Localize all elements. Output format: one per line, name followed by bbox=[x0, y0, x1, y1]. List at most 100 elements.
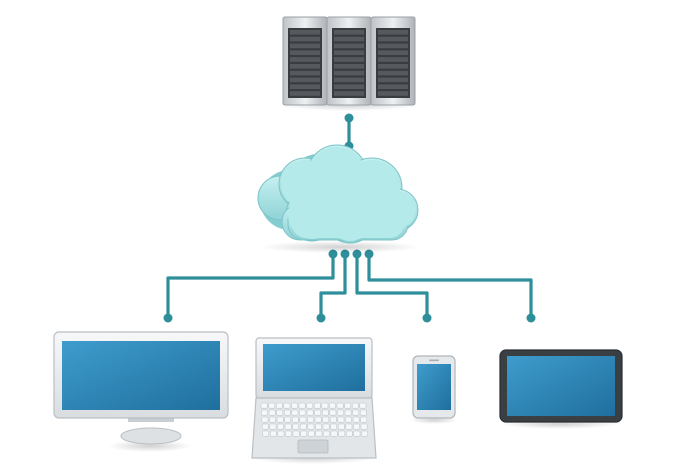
keyboard-key bbox=[360, 416, 368, 423]
connector-cloud-smartphone bbox=[355, 252, 429, 318]
keyboard-key bbox=[338, 430, 346, 437]
keyboard-key bbox=[353, 423, 360, 430]
keyboard-key bbox=[307, 430, 315, 437]
monitor-screen bbox=[62, 341, 220, 410]
keyboard-key bbox=[292, 430, 300, 437]
keyboard-key bbox=[269, 416, 276, 423]
drive-slot bbox=[378, 43, 408, 49]
drive-slot bbox=[378, 36, 408, 42]
drive-slot bbox=[334, 70, 364, 76]
keyboard-key bbox=[268, 409, 276, 416]
keyboard-key bbox=[284, 423, 292, 430]
keyboard-key bbox=[283, 402, 291, 409]
server-drive-slots bbox=[290, 30, 408, 96]
keyboard-key bbox=[359, 409, 367, 416]
drive-slot bbox=[334, 57, 364, 62]
keyboard-key bbox=[337, 416, 345, 423]
keyboard-key bbox=[321, 409, 329, 416]
keyboard-key bbox=[277, 430, 285, 437]
laptop-icon bbox=[251, 337, 377, 464]
keyboard-key bbox=[321, 402, 329, 409]
monitor-base bbox=[120, 427, 182, 445]
keyboard-key bbox=[261, 423, 269, 430]
keyboard-key bbox=[351, 402, 359, 409]
keyboard-key bbox=[284, 416, 292, 423]
keyboard-key bbox=[285, 430, 292, 437]
drive-slot bbox=[290, 43, 320, 49]
keyboard-key bbox=[277, 423, 284, 430]
drive-slot bbox=[290, 77, 320, 83]
drive-slot bbox=[334, 77, 364, 83]
drive-slot bbox=[290, 50, 320, 55]
keyboard-key bbox=[360, 423, 368, 430]
keyboard-key bbox=[345, 430, 353, 437]
drive-slot bbox=[334, 43, 364, 49]
connector-cloud-desktop bbox=[166, 252, 335, 318]
keyboard-key bbox=[291, 402, 298, 409]
keyboard-key bbox=[307, 423, 315, 430]
keyboard-key bbox=[329, 402, 336, 409]
drive-slot bbox=[290, 91, 320, 96]
drive-slot bbox=[290, 64, 320, 69]
keyboard-key bbox=[299, 409, 306, 416]
keyboard-key bbox=[315, 430, 323, 437]
keyboard-key bbox=[306, 402, 314, 409]
keyboard-key bbox=[315, 423, 322, 430]
tablet-screen bbox=[507, 356, 615, 416]
keyboard-key bbox=[306, 409, 314, 416]
laptop-touchpad bbox=[297, 439, 329, 454]
keyboard-key bbox=[322, 423, 330, 430]
keyboard-key bbox=[291, 409, 299, 416]
keyboard-key bbox=[283, 409, 291, 416]
drive-slot bbox=[378, 84, 408, 89]
keyboard-key bbox=[330, 423, 338, 430]
drive-slot bbox=[378, 50, 408, 55]
keyboard-key bbox=[268, 402, 276, 409]
keyboard-key bbox=[352, 409, 360, 416]
keyboard-key bbox=[298, 402, 306, 409]
smartphone-speaker bbox=[429, 359, 439, 362]
drive-slot bbox=[334, 50, 364, 55]
keyboard-key bbox=[329, 416, 337, 423]
keyboard-key bbox=[292, 423, 300, 430]
cloud-icon bbox=[257, 144, 420, 253]
keyboard-key bbox=[261, 409, 268, 416]
keyboard-key bbox=[261, 416, 269, 423]
keyboard-key bbox=[275, 402, 283, 409]
keyboard-key bbox=[353, 430, 361, 437]
keyboard-key bbox=[337, 423, 345, 430]
keyboard-key bbox=[314, 416, 322, 423]
keyboard-key bbox=[299, 423, 307, 430]
drive-slot bbox=[378, 64, 408, 69]
keyboard-key bbox=[336, 402, 344, 409]
keyboard-key bbox=[344, 402, 352, 409]
keyboard-key bbox=[269, 430, 277, 437]
keyboard-key bbox=[322, 416, 330, 423]
tablet-icon bbox=[499, 349, 623, 429]
smartphone-icon bbox=[410, 355, 458, 424]
keyboard-key bbox=[352, 416, 360, 423]
drive-slot bbox=[290, 36, 320, 42]
keyboard-key bbox=[314, 409, 322, 416]
drive-slot bbox=[378, 91, 408, 96]
laptop-keyboard bbox=[260, 402, 368, 437]
drive-slot bbox=[378, 70, 408, 76]
keyboard-key bbox=[359, 402, 367, 409]
keyboard-key bbox=[276, 416, 284, 423]
drive-slot bbox=[378, 77, 408, 83]
connector-cloud-tablet bbox=[367, 252, 533, 318]
keyboard-key bbox=[361, 430, 368, 437]
keyboard-key bbox=[260, 402, 268, 409]
keyboard-key bbox=[345, 423, 353, 430]
drive-slot bbox=[290, 30, 320, 35]
drive-slot bbox=[334, 84, 364, 89]
drive-slot bbox=[334, 91, 364, 96]
drive-slot bbox=[290, 57, 320, 62]
smartphone-screen bbox=[417, 364, 451, 410]
drive-slot bbox=[378, 30, 408, 35]
keyboard-key bbox=[276, 409, 284, 416]
keyboard-key bbox=[291, 416, 299, 423]
drive-slot bbox=[334, 64, 364, 69]
server-rack-icon bbox=[279, 16, 419, 111]
